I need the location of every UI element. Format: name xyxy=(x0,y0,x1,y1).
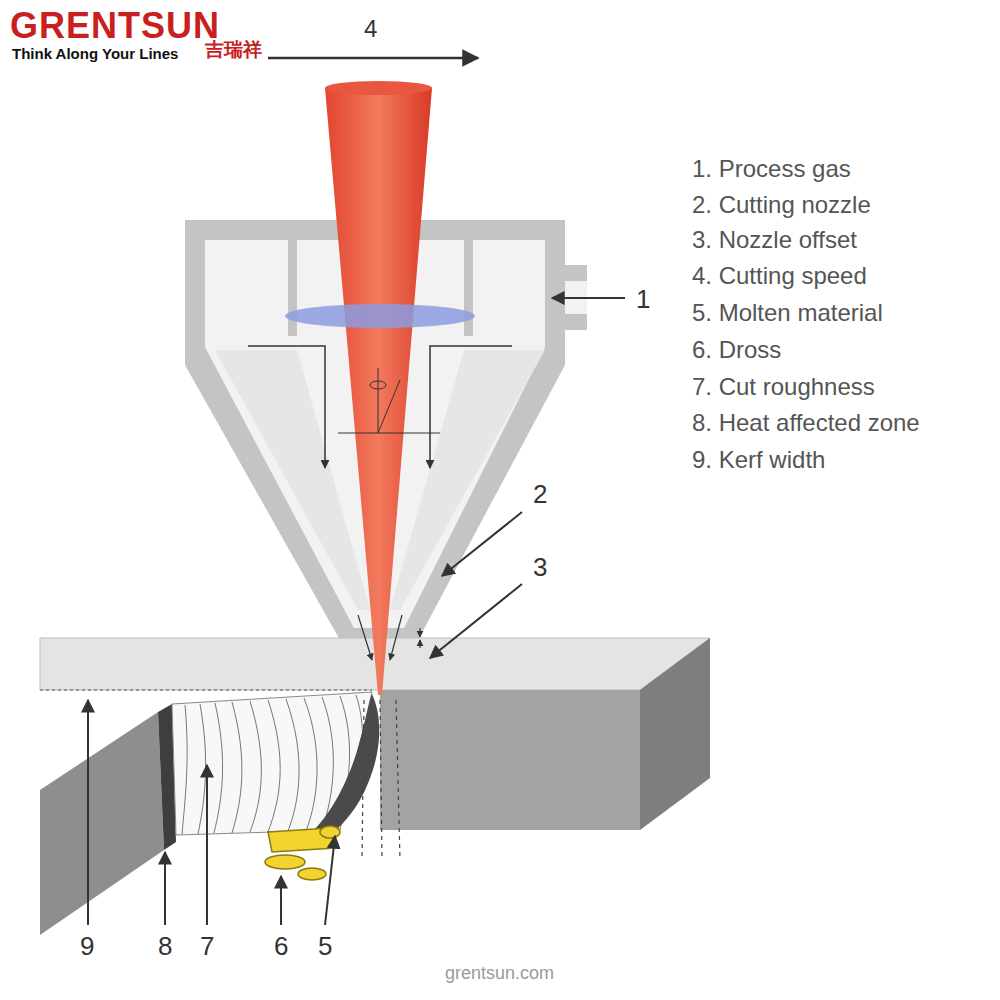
callout-number: 3 xyxy=(533,553,547,582)
molten-material xyxy=(312,694,379,840)
gas-flow-arrow xyxy=(248,346,325,468)
key-entry: 5. Molten material xyxy=(692,300,883,326)
workpiece-front xyxy=(380,690,640,830)
gas-inlet xyxy=(565,314,587,330)
brand-slogan: Think Along Your Lines xyxy=(12,46,178,63)
nozzle-inner-cone xyxy=(215,350,370,610)
kerf-edge xyxy=(40,690,372,691)
callout-number: 2 xyxy=(533,480,547,509)
laser-beam-top xyxy=(325,81,432,95)
callout-number: 9 xyxy=(80,932,94,961)
gas-flow-arrow xyxy=(358,615,372,660)
key-entry: 7. Cut roughness xyxy=(692,374,875,400)
key-entry: 2. Cutting nozzle xyxy=(692,192,871,218)
callout-number: 4 xyxy=(364,16,377,42)
callout-number: 8 xyxy=(158,932,172,961)
dross xyxy=(265,826,340,880)
focusing-lens xyxy=(285,304,475,328)
brand-logo: GRENTSUN xyxy=(10,6,220,46)
callout-number: 7 xyxy=(200,932,214,961)
offset-mark xyxy=(419,628,420,637)
key-entry: 3. Nozzle offset xyxy=(692,227,857,253)
laser-beam xyxy=(325,88,432,695)
leader-lines xyxy=(88,298,625,925)
callout-number: 1 xyxy=(636,285,650,314)
gas-flow-arrow xyxy=(430,346,512,468)
brand-chinese: 吉瑞祥 xyxy=(205,40,262,61)
key-entry: 9. Kerf width xyxy=(692,447,825,473)
speed-arrow xyxy=(268,57,478,60)
callout-number: 5 xyxy=(318,932,332,961)
workpiece-left-front xyxy=(40,712,164,935)
watermark: grentsun.com xyxy=(445,964,554,984)
nozzle-inner-cone xyxy=(390,350,545,610)
gas-flow-arrow xyxy=(390,615,402,660)
key-entry: 8. Heat affected zone xyxy=(692,410,920,436)
key-entry: 4. Cutting speed xyxy=(692,263,867,289)
key-entry: 6. Dross xyxy=(692,337,781,363)
gas-inlet xyxy=(565,265,587,281)
workpiece-side xyxy=(640,638,710,830)
key-entry: 1. Process gas xyxy=(692,156,851,182)
beam-axes xyxy=(338,368,440,433)
callout-number: 6 xyxy=(274,932,288,961)
beam-path-lines xyxy=(362,700,400,860)
offset-mark xyxy=(419,640,420,648)
